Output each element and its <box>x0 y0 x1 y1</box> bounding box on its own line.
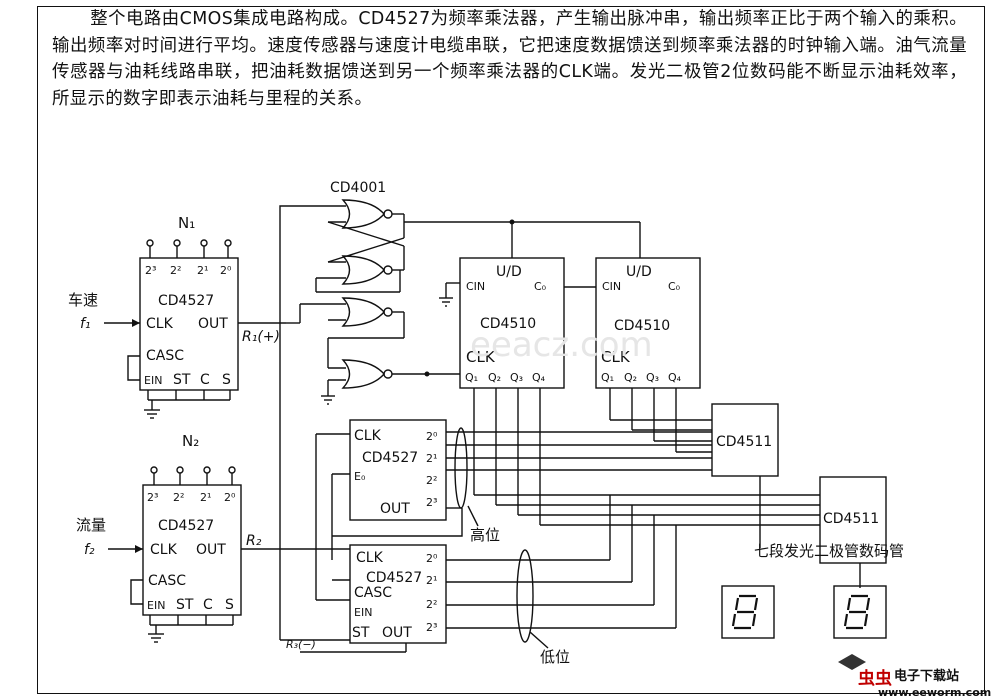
n2-ein-pin: EIN <box>147 599 165 612</box>
cd4527-high-pin-2-1: 2¹ <box>426 452 437 465</box>
cd4527-high-pin-2-3: 2³ <box>426 496 437 509</box>
cd4527-high-e0-pin: E₀ <box>354 470 366 483</box>
r2-label: R₂ <box>246 533 262 549</box>
cd4510-1-clk-pin: CLK <box>466 348 496 366</box>
cd4510-2-co-pin: C₀ <box>668 280 681 293</box>
display-caption: 七段发光二极管数码管 <box>754 542 904 560</box>
cd4510-1-q1: Q₁ <box>465 371 478 384</box>
cd4510-2-clk-pin: CLK <box>601 348 631 366</box>
n2-chip-name: CD4527 <box>158 518 214 534</box>
cd4527-high-clk-pin: CLK <box>354 428 382 444</box>
cd4510-1-q4: Q₄ <box>532 371 546 384</box>
cd4510-1-q2: Q₂ <box>488 371 501 384</box>
display-2-digit <box>843 594 871 630</box>
n2-casc-pin: CASC <box>148 573 186 589</box>
cd4510-2-chip-name: CD4510 <box>614 318 670 334</box>
cd4527-low-clk-pin: CLK <box>356 550 384 566</box>
n2-pin-2-0: 2⁰ <box>224 491 236 504</box>
n1-chip-body <box>139 257 239 391</box>
figure-frame <box>37 6 985 694</box>
n2-pin-2-2: 2² <box>173 491 184 504</box>
cd4511-1-body <box>711 403 779 477</box>
cd4510-1-ud-pin: U/D <box>496 264 522 280</box>
n2-pin-2-3: 2³ <box>147 491 158 504</box>
n2-out-pin: OUT <box>196 542 226 558</box>
r1-label: R₁(+) <box>242 329 280 345</box>
high-bit-label: 高位 <box>470 526 500 544</box>
n1-c-pin: C <box>200 372 210 388</box>
cd4527-high-pin-2-0: 2⁰ <box>426 430 438 443</box>
n2-clk-pin: CLK <box>150 542 178 558</box>
r3-label: R₃(−) <box>286 638 316 651</box>
logo-chinese: 虫虫 <box>858 668 892 689</box>
n2-chip-body <box>142 484 242 616</box>
cd4527-low-pin-2-3: 2³ <box>426 621 437 634</box>
n2-pin-2-1: 2¹ <box>200 491 211 504</box>
n1-chip-name: CD4527 <box>158 293 214 309</box>
f2-label: f₂ <box>84 542 95 558</box>
n1-out-pin: OUT <box>198 316 228 332</box>
description-paragraph: 整个电路由CMOS集成电路构成。CD4527为频率乘法器，产生输出脉冲串，输出频… <box>52 6 967 112</box>
cd4527-low-body <box>349 544 447 644</box>
cd4510-1-body <box>459 257 565 389</box>
n1-pin-2-3: 2³ <box>145 264 156 277</box>
cd4527-high-pin-2-2: 2² <box>426 474 437 487</box>
cd4527-low-pin-2-2: 2² <box>426 598 437 611</box>
cd4001-label: CD4001 <box>330 180 386 196</box>
cd4527-high-chip-name: CD4527 <box>362 450 418 466</box>
n2-c-pin: C <box>203 597 213 613</box>
low-bit-label: 低位 <box>540 648 570 666</box>
cd4510-2-q4: Q₄ <box>668 371 682 384</box>
n1-pin-2-1: 2¹ <box>197 264 208 277</box>
n1-label: N₁ <box>178 214 195 232</box>
cd4511-2-body <box>819 476 887 564</box>
faint-watermark: eeacz.com <box>470 325 653 365</box>
n2-s-pin: S <box>225 597 234 613</box>
logo-site-name: 电子下载站 <box>894 668 959 684</box>
cd4510-2-ud-pin: U/D <box>626 264 652 280</box>
cd4510-1-co-pin: C₀ <box>534 280 547 293</box>
n1-st-pin: ST <box>173 372 191 388</box>
eeworm-logo: 虫虫 电子下载站 www.eeworm.com <box>838 654 991 699</box>
cd4527-high-out-pin: OUT <box>380 501 410 517</box>
n1-clk-pin: CLK <box>146 316 174 332</box>
cd4527-low-casc-pin: CASC <box>354 585 392 601</box>
logo-url: www.eeworm.com <box>878 686 991 699</box>
cd4510-2-q2: Q₂ <box>624 371 637 384</box>
cd4510-1-chip-name: CD4510 <box>480 316 536 332</box>
f1-label: f₁ <box>80 316 91 332</box>
n1-pin-2-0: 2⁰ <box>220 264 232 277</box>
description-text: 整个电路由CMOS集成电路构成。CD4527为频率乘法器，产生输出脉冲串，输出频… <box>52 9 967 109</box>
cd4510-1-cin-pin: CIN <box>466 280 485 293</box>
n1-s-pin: S <box>222 372 231 388</box>
display-2-frame <box>833 585 887 639</box>
cd4527-low-pin-2-0: 2⁰ <box>426 552 438 565</box>
cd4510-2-q1: Q₁ <box>601 371 614 384</box>
n2-st-pin: ST <box>176 597 194 613</box>
cd4527-low-out-pin: OUT <box>382 625 412 641</box>
n1-casc-pin: CASC <box>146 348 184 364</box>
cd4510-1-q3: Q₃ <box>510 371 523 384</box>
cd4511-2-chip-name: CD4511 <box>823 511 879 527</box>
display-1-frame <box>721 585 775 639</box>
cd4527-low-ein-pin: EIN <box>354 606 372 619</box>
n2-label: N₂ <box>182 432 199 450</box>
flow-input-label: 流量 <box>76 516 106 534</box>
cd4527-high-body <box>349 419 447 521</box>
cd4510-2-q3: Q₃ <box>646 371 659 384</box>
speed-input-label: 车速 <box>68 291 98 309</box>
cd4527-low-chip-name: CD4527 <box>366 570 422 586</box>
n1-ein-pin: EIN <box>144 374 162 387</box>
cd4527-low-pin-2-1: 2¹ <box>426 574 437 587</box>
cd4527-low-st-pin: ST <box>352 625 370 641</box>
cd4510-2-cin-pin: CIN <box>602 280 621 293</box>
n1-pin-2-2: 2² <box>170 264 181 277</box>
display-1-digit <box>731 594 759 630</box>
cd4510-2-body <box>595 257 701 389</box>
cd4511-1-chip-name: CD4511 <box>716 434 772 450</box>
